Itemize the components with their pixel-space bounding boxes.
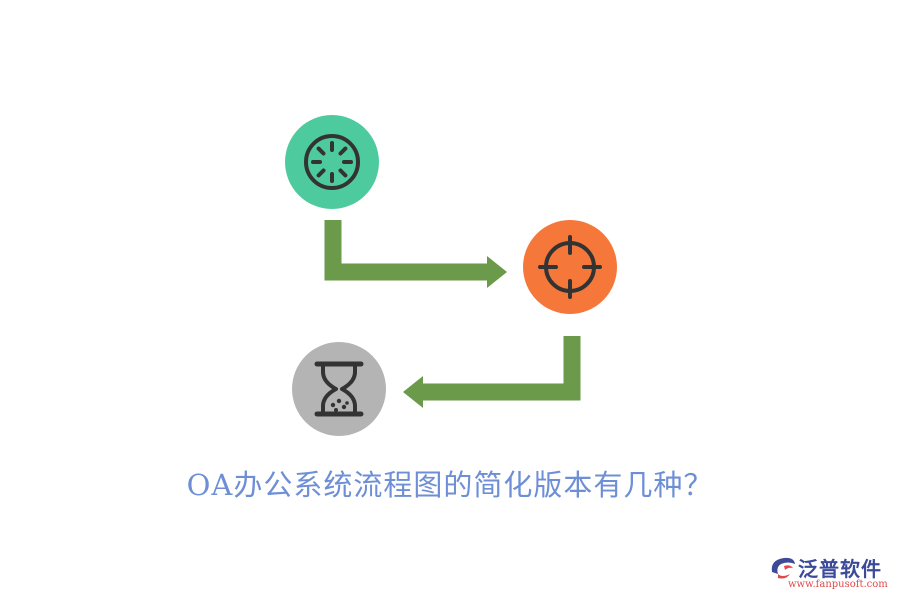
node-target-circle — [523, 220, 617, 314]
node-start-circle — [285, 115, 379, 209]
brand-logo: 泛普软件 www.fanpusoft.com — [768, 552, 896, 596]
brand-url: www.fanpusoft.com — [788, 579, 888, 590]
wheel-icon — [304, 134, 360, 190]
node-end — [292, 342, 386, 436]
arrow-orange-to-gray — [403, 336, 581, 408]
arrow-green-to-orange — [324, 220, 507, 288]
brand-mark-icon — [771, 557, 795, 579]
node-target — [523, 220, 617, 314]
brand-name: 泛普软件 — [798, 557, 882, 581]
hourglass-icon — [314, 361, 364, 417]
node-end-circle — [292, 342, 386, 436]
diagram-caption: OA办公系统流程图的简化版本有几种？ — [186, 468, 714, 502]
crosshair-icon — [538, 235, 602, 299]
node-start — [285, 115, 379, 209]
